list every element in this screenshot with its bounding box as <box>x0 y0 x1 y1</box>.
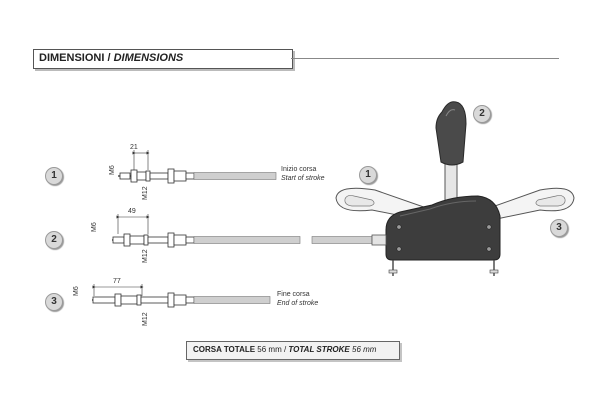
thread-small-label-2: M6 <box>91 222 98 232</box>
section-title: DIMENSIONI / DIMENSIONS <box>39 52 183 64</box>
note-start-italian: Inizio corsa <box>281 166 317 173</box>
stroke-label-italian: CORSA TOTALE <box>193 345 256 354</box>
position-badge-1: 1 <box>45 167 63 185</box>
lever-badge-3: 3 <box>550 219 568 237</box>
total-stroke-text: CORSA TOTALE 56 mm / TOTAL STROKE 56 mm <box>193 345 376 354</box>
thread-large-label-2: M12 <box>142 249 149 263</box>
note-start-of-stroke: Inizio corsa Start of stroke <box>281 165 325 183</box>
total-stroke-box: CORSA TOTALE 56 mm / TOTAL STROKE 56 mm <box>186 341 400 360</box>
thread-large-label-1: M12 <box>142 186 149 200</box>
title-english: DIMENSIONS <box>113 52 184 64</box>
section-header: DIMENSIONI / DIMENSIONS <box>33 49 293 69</box>
dimension-label-3: 77 <box>113 278 121 285</box>
note-start-english: Start of stroke <box>281 175 325 182</box>
cable-end-2 <box>112 214 373 248</box>
dimension-label-2: 49 <box>128 208 136 215</box>
thread-small-label-3: M6 <box>73 286 80 296</box>
lever-badge-2: 2 <box>473 105 491 123</box>
cable-end-1 <box>118 150 277 184</box>
note-end-italian: Fine corsa <box>277 291 310 298</box>
stroke-value-english: 56 mm <box>349 345 377 354</box>
cable-end-3 <box>92 284 271 308</box>
note-end-english: End of stroke <box>277 300 319 307</box>
thread-large-label-3: M12 <box>142 312 149 326</box>
thread-small-label-1: M6 <box>109 165 116 175</box>
stroke-value-italian: 56 mm / <box>255 345 289 354</box>
control-lever-assembly <box>335 101 575 276</box>
header-rule <box>291 58 559 59</box>
position-badge-2: 2 <box>45 231 63 249</box>
stroke-label-english: TOTAL STROKE <box>288 345 350 354</box>
lever-badge-1: 1 <box>359 166 377 184</box>
position-badge-3: 3 <box>45 293 63 311</box>
dimension-label-1: 21 <box>130 144 138 151</box>
note-end-of-stroke: Fine corsa End of stroke <box>277 290 318 308</box>
title-italian: DIMENSIONI / <box>39 52 114 64</box>
